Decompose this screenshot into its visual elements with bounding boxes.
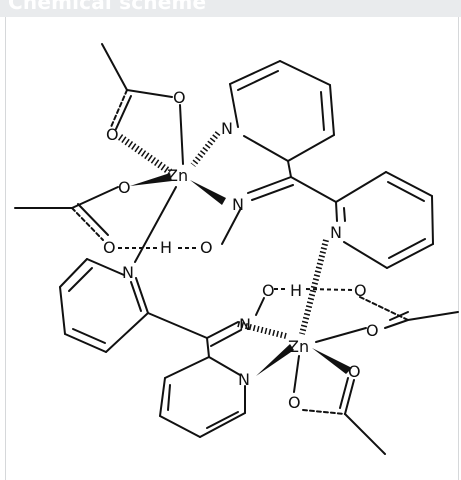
o-atom: O xyxy=(354,281,367,300)
o-atom: O xyxy=(200,238,213,257)
n-atom-oxime: N xyxy=(232,195,244,214)
h-atom: H xyxy=(290,281,302,300)
bold-wedges xyxy=(130,173,352,376)
zn-atom-upper: Zn xyxy=(167,166,188,185)
atom-labels: Zn Zn O O N O O N H O N N O H O O N N O … xyxy=(103,88,379,412)
o-atom: O xyxy=(106,125,119,144)
o-atom: O xyxy=(348,362,361,381)
o-atom: O xyxy=(366,321,379,340)
n-atom-oxime: N xyxy=(239,315,251,334)
o-atom: O xyxy=(173,88,186,107)
h-atom: H xyxy=(160,238,172,257)
section-title: Chemical scheme xyxy=(8,0,207,14)
o-atom: O xyxy=(262,281,275,300)
n-atom-pyridine: N xyxy=(330,223,342,242)
hashed-wedges xyxy=(117,131,329,339)
n-atom-pyridine: N xyxy=(221,119,233,138)
hydrogen-bonds xyxy=(118,247,353,291)
zn-atom-lower: Zn xyxy=(288,337,309,356)
o-atom: O xyxy=(288,393,301,412)
n-atom-pyridine: N xyxy=(122,263,134,282)
o-atom: O xyxy=(103,238,116,257)
bond-lines xyxy=(14,43,459,455)
n-atom-pyridine: N xyxy=(238,370,250,389)
scheme-panel xyxy=(5,17,459,480)
o-atom: O xyxy=(118,178,131,197)
section-header: Chemical scheme xyxy=(0,0,461,17)
